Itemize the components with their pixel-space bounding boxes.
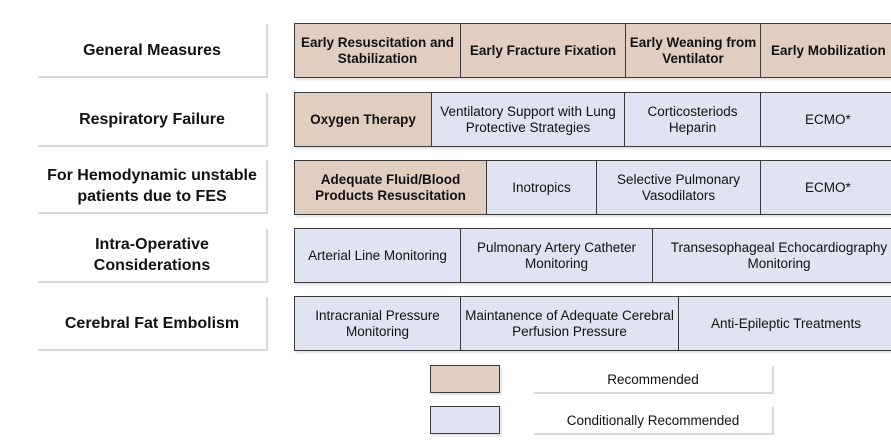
cell-early-resuscitation: Early Resuscitation and Stabilization [295,24,461,77]
cell-ecmo-respiratory: ECMO* [761,93,891,146]
row-label-cerebral-fat-embolism: Cerebral Fat Embolism [38,297,268,351]
cell-early-fracture-fixation: Early Fracture Fixation [461,24,626,77]
row-hemodynamic: Adequate Fluid/Blood Products Resuscitat… [294,160,891,215]
row-general-measures: Early Resuscitation and Stabilization Ea… [294,23,891,78]
cell-ventilatory-support: Ventilatory Support with Lung Protective… [432,93,625,146]
legend-swatch-recommended [430,365,500,393]
row-label-intra-operative: Intra-Operative Considerations [38,229,268,283]
row-label-respiratory-failure: Respiratory Failure [38,93,268,147]
cell-transesophageal-echo: Transesophageal Echocardiography Monitor… [653,229,891,282]
cell-early-mobilization: Early Mobilization [761,24,891,77]
legend-swatch-conditionally-recommended [430,406,500,434]
row-respiratory-failure: Oxygen Therapy Ventilatory Support with … [294,92,891,147]
cell-cerebral-perfusion-pressure: Maintanence of Adequate Cerebral Perfusi… [461,297,679,350]
cell-inotropics: Inotropics [487,161,597,214]
cell-ecmo-hemodynamic: ECMO* [761,161,891,214]
row-label-general-measures: General Measures [38,24,268,78]
cell-corticosteriods-heparin: Corticosteriods Heparin [625,93,761,146]
legend-label-recommended: Recommended [534,366,774,394]
cell-anti-epileptic: Anti-Epileptic Treatments [679,297,891,350]
legend-label-conditionally-recommended: Conditionally Recommended [534,407,774,435]
cell-early-weaning: Early Weaning from Ventilator [626,24,761,77]
row-intra-operative: Arterial Line Monitoring Pulmonary Arter… [294,228,891,283]
cell-intracranial-pressure: Intracranial Pressure Monitoring [295,297,461,350]
cell-arterial-line-monitoring: Arterial Line Monitoring [295,229,461,282]
row-cerebral-fat-embolism: Intracranial Pressure Monitoring Maintan… [294,296,891,351]
row-label-hemodynamic: For Hemodynamic unstable patients due to… [38,160,268,214]
cell-adequate-fluid: Adequate Fluid/Blood Products Resuscitat… [295,161,487,214]
cell-oxygen-therapy: Oxygen Therapy [295,93,432,146]
cell-pulmonary-artery-catheter: Pulmonary Artery Catheter Monitoring [461,229,653,282]
cell-selective-pulmonary-vasodilators: Selective Pulmonary Vasodilators [597,161,761,214]
